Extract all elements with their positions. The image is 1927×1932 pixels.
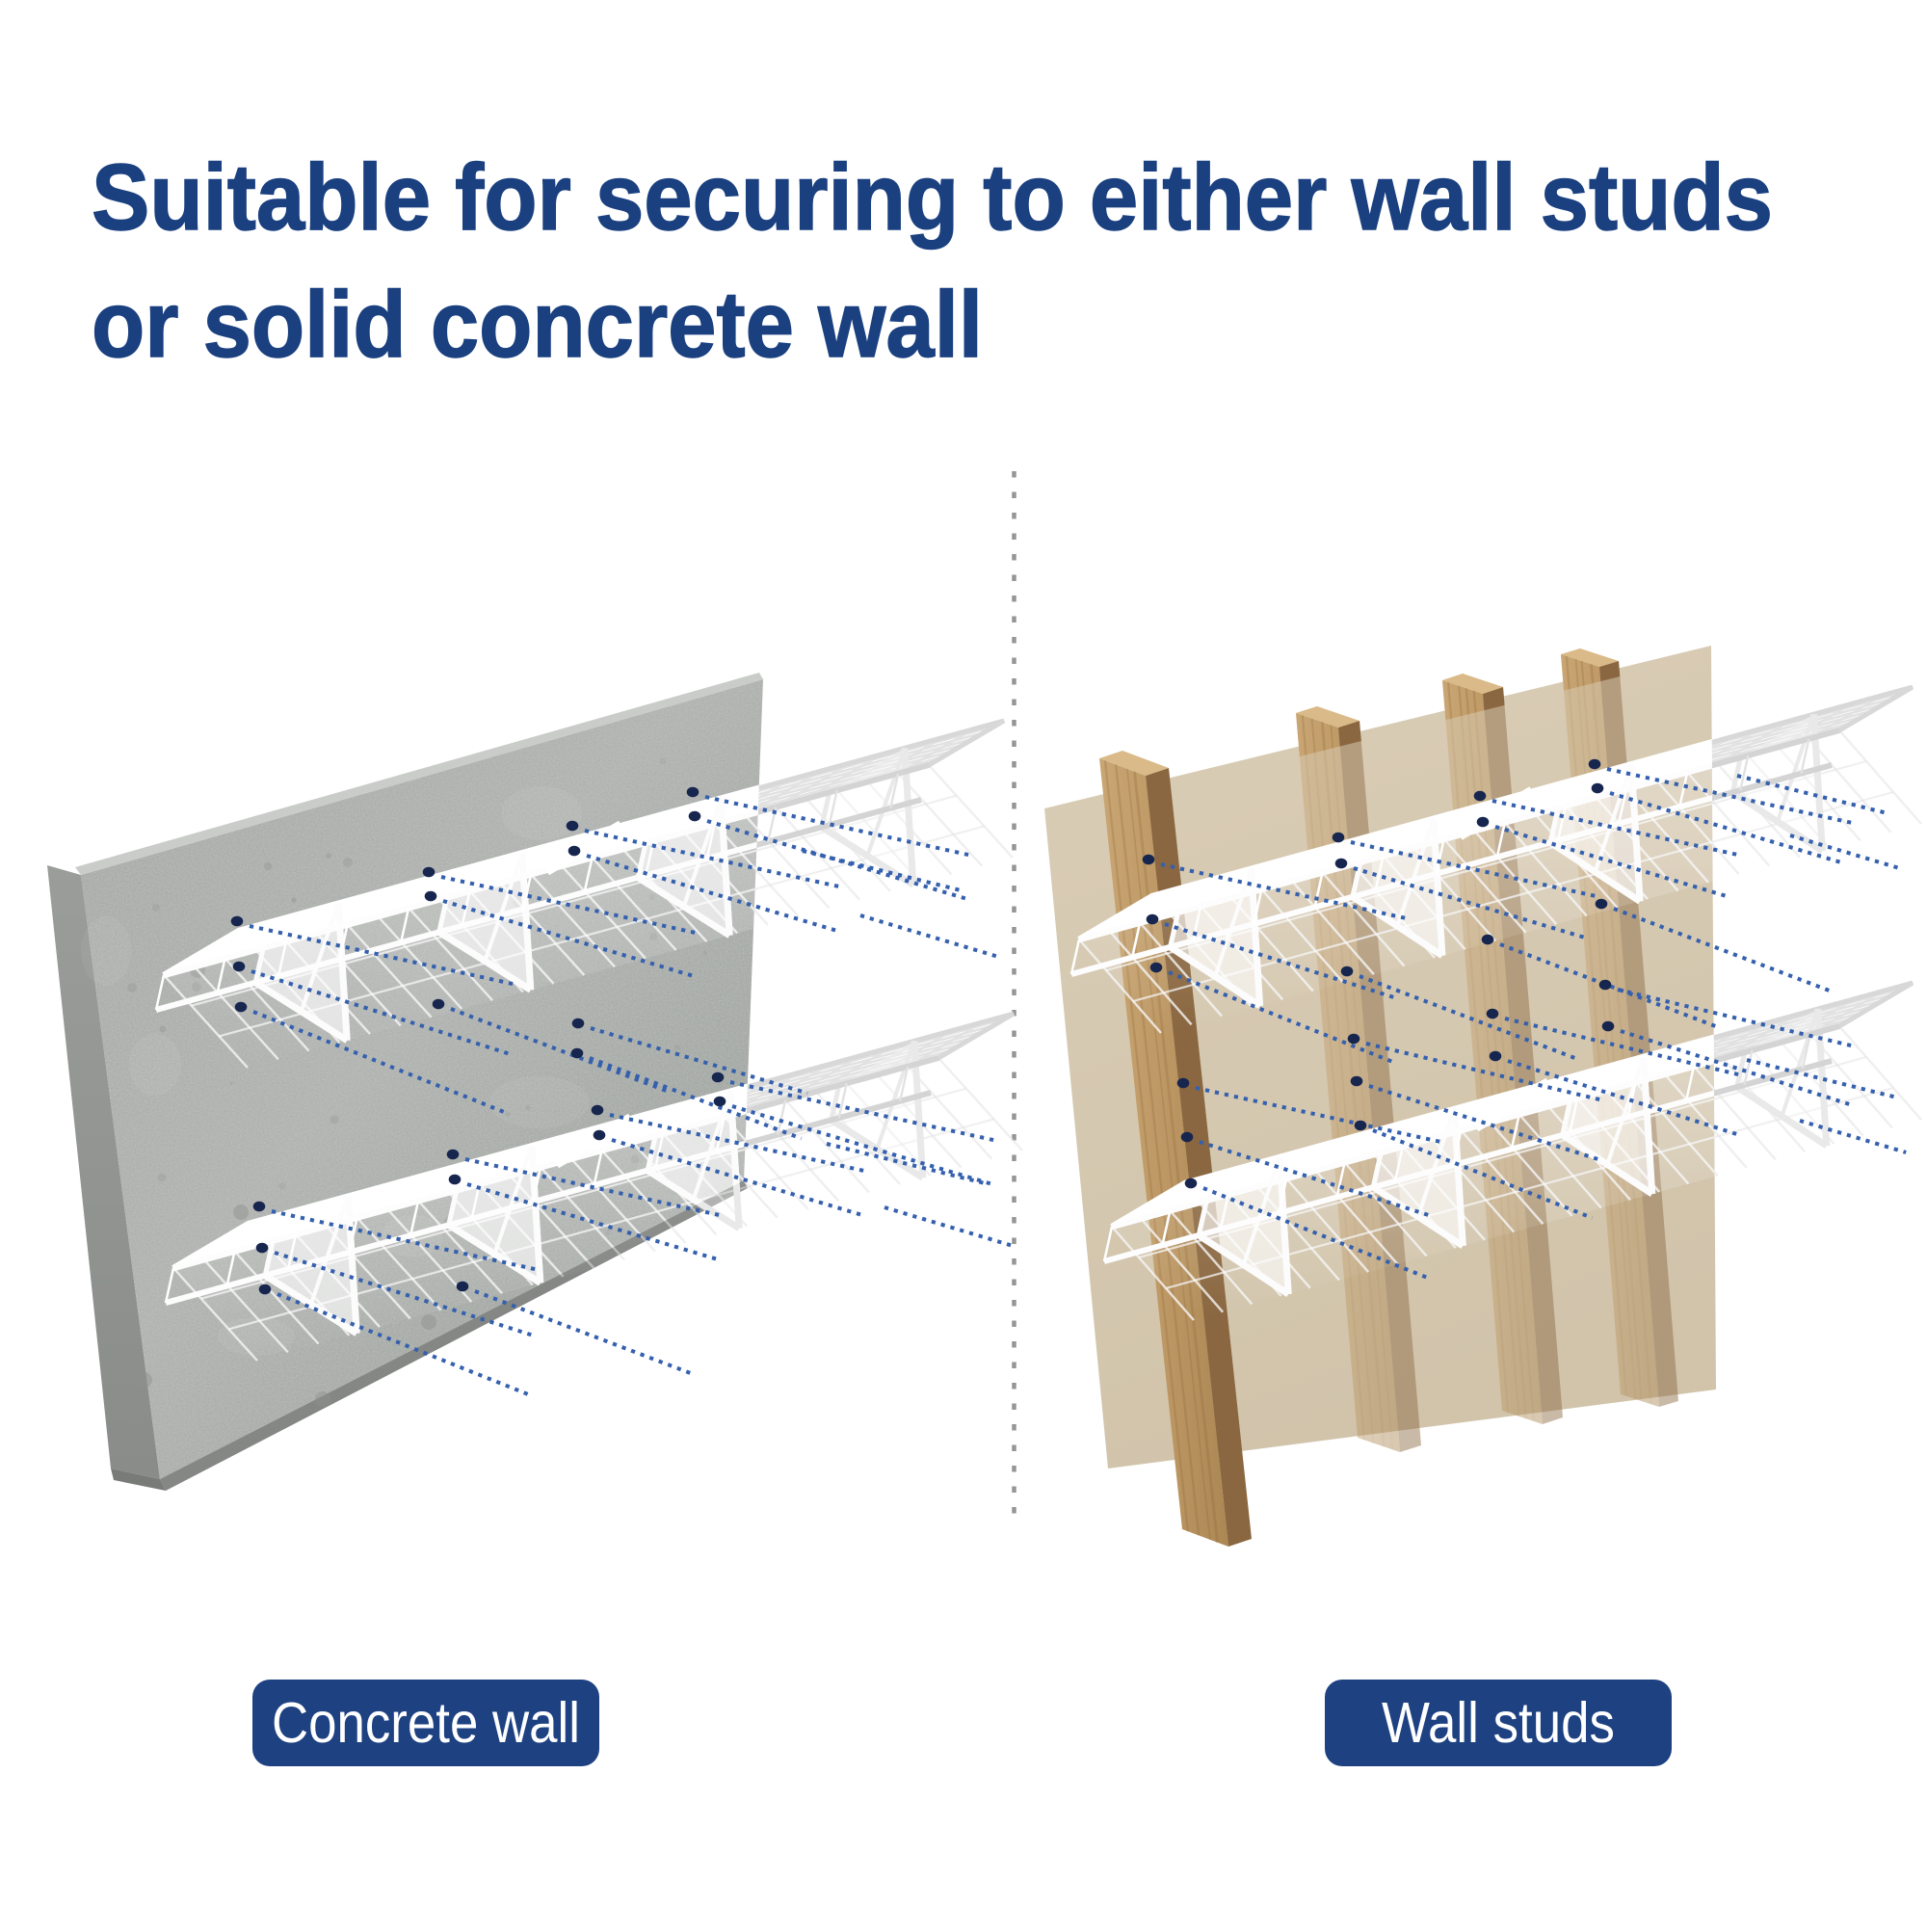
svg-text:or solid concrete wall: or solid concrete wall	[92, 272, 983, 377]
svg-text:Suitable for securing to eithe: Suitable for securing to either wall stu…	[92, 145, 1773, 250]
svg-text:Concrete wall: Concrete wall	[272, 1691, 580, 1755]
svg-text:Wall studs: Wall studs	[1382, 1691, 1615, 1755]
